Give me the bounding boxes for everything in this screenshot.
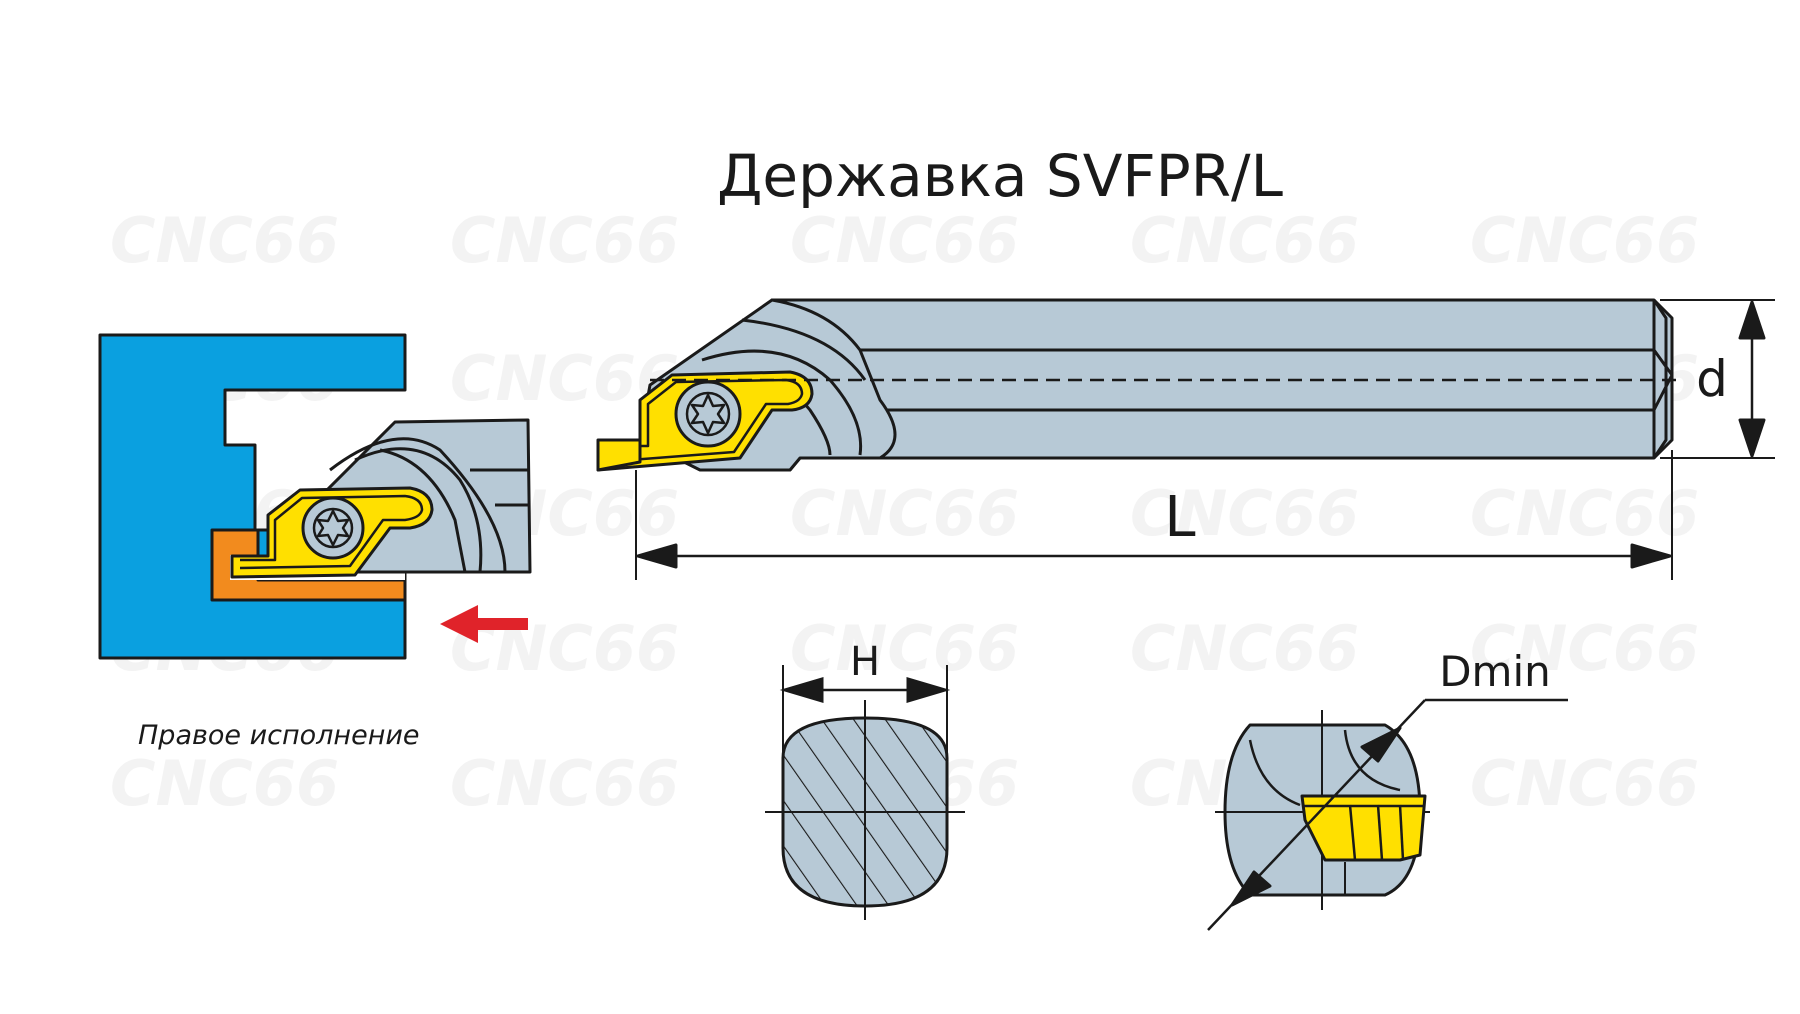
dim-label-d: d — [1696, 350, 1728, 408]
caption: Правое исполнение — [138, 720, 420, 751]
watermark-text: CNC66 — [790, 477, 1019, 550]
watermark-text: CNC66 — [450, 204, 679, 277]
watermark-text: CNC66 — [1470, 477, 1699, 550]
watermark-text: CNC66 — [1470, 204, 1699, 277]
page-title: Державка SVFPR/L — [717, 142, 1283, 210]
dim-label-H: H — [850, 639, 880, 685]
watermark-text: CNC66 — [110, 747, 339, 820]
cross-section-h — [765, 665, 965, 920]
dim-label-Dmin: Dmin — [1439, 647, 1551, 696]
holder-side-view — [596, 298, 1775, 580]
watermark-text: CNC66 — [790, 204, 1019, 277]
screw-icon — [301, 496, 365, 560]
end-view-dmin — [1207, 698, 1568, 931]
watermark-text: CNC66 — [1130, 612, 1359, 685]
insert-end-view — [1300, 794, 1427, 862]
watermark-text: CNC66 — [1130, 204, 1359, 277]
watermark-text: CNC66 — [450, 747, 679, 820]
watermark-text: CNC66 — [110, 204, 339, 277]
screw-icon-large — [674, 380, 742, 448]
watermark-text: CNC66 — [1130, 477, 1359, 550]
watermark-text: CNC66 — [1470, 612, 1699, 685]
watermark-text: CNC66 — [790, 612, 1019, 685]
feed-arrow-icon — [440, 605, 528, 643]
watermark-text: CNC66 — [1470, 747, 1699, 820]
machining-illustration — [98, 333, 532, 660]
dim-label-L: L — [1164, 485, 1195, 550]
